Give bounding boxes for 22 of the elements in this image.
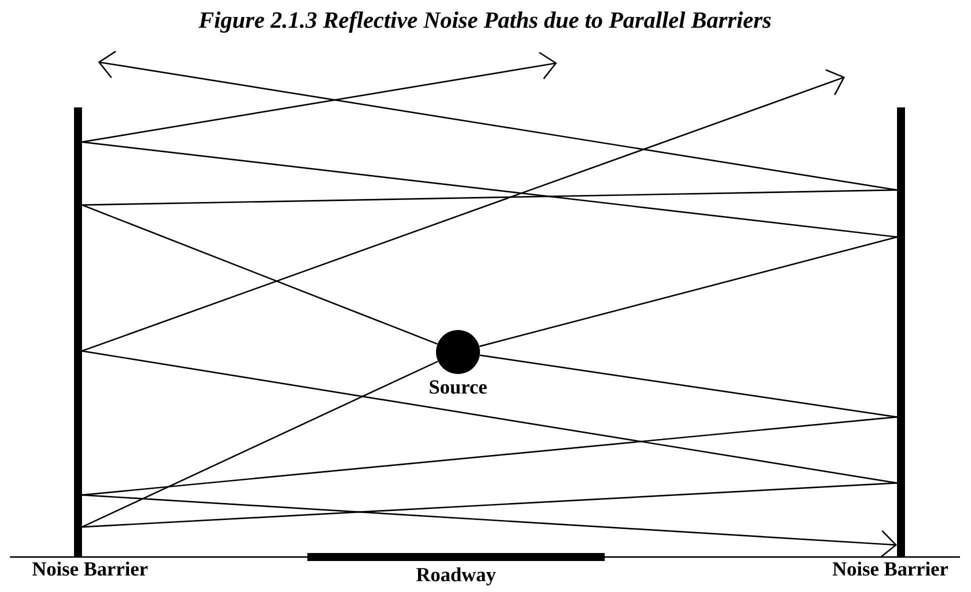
noise-source: Source — [430, 330, 487, 394]
node-label: Noise Barrier — [832, 562, 948, 576]
reflected-ray — [82, 350, 898, 484]
reflected-ray-arrow — [98, 50, 898, 191]
roadway: Roadway — [307, 553, 605, 586]
reflected-ray — [480, 354, 898, 418]
figure-title: Figure 2.1.3 Reflective Noise Paths due to Parallel Barriers — [198, 11, 771, 33]
reflected-ray — [82, 360, 438, 528]
node-label: Noise Barrier — [32, 562, 148, 576]
reflected-ray — [82, 204, 438, 345]
reflected-ray-arrow — [82, 69, 845, 352]
reflected-ray — [479, 236, 898, 348]
reflected-ray — [82, 416, 898, 496]
node-label: Roadway — [416, 567, 496, 586]
reflected-ray-arrow — [82, 52, 557, 143]
reflected-ray — [82, 482, 898, 528]
noise-barrier: Noise Barrier — [832, 107, 948, 576]
node-label: Source — [430, 380, 487, 394]
reflected-ray — [82, 141, 898, 238]
reflected-ray-arrow — [82, 494, 897, 558]
noise-barrier: Noise Barrier — [32, 107, 148, 576]
reflected-ray — [82, 189, 898, 206]
